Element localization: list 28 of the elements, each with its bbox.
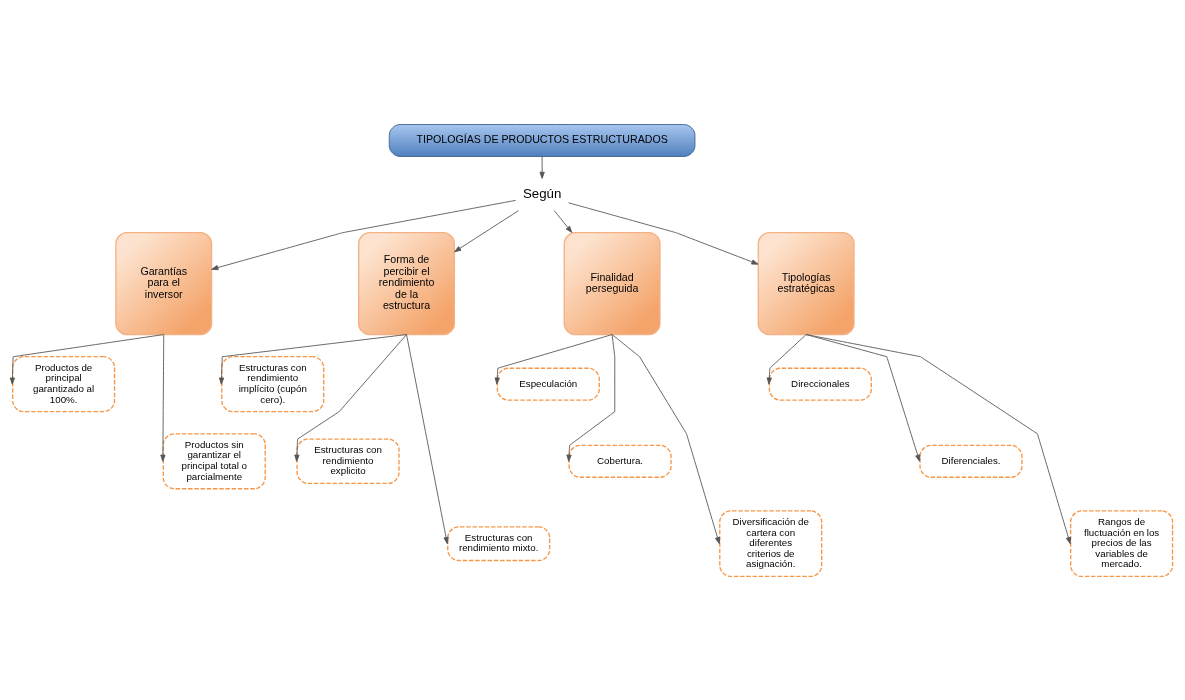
node-box: Diversificación de cartera con diferentes criterios de asignación.: [719, 509, 823, 577]
arrow: [211, 199, 517, 270]
node-box: Tipologías estratégicas: [757, 231, 855, 335]
node-box: Forma de percibir el rendimiento de la estructura: [358, 231, 456, 335]
arrow: [9, 333, 165, 385]
node-box: TIPOLOGÍAS DE PRODUCTOS ESTRUCTURADOS: [388, 123, 696, 157]
node-box: Estructuras con rendimiento implícito (cupón cero).: [221, 355, 325, 412]
arrow: [611, 333, 721, 544]
node-box: Finalidad perseguida: [563, 231, 661, 335]
arrow: [454, 209, 519, 252]
arrow: [566, 333, 616, 462]
node-box: Productos de principal garantizado al 100%.: [12, 355, 116, 412]
arrow: [766, 333, 807, 385]
arrow: [406, 333, 449, 544]
node-box: Rangos de fluctuación en los precios de las variables de mercado.: [1070, 509, 1174, 577]
arrow: [805, 333, 1071, 544]
arrow: [160, 333, 166, 462]
node-text: Según: [522, 185, 562, 201]
arrow: [553, 209, 573, 233]
node-box: Diferenciales.: [919, 444, 1023, 478]
node-box: Garantías para el inversor: [115, 231, 213, 335]
arrow: [805, 333, 921, 462]
arrow: [568, 201, 759, 265]
arrow: [294, 333, 407, 462]
arrow: [539, 155, 545, 179]
arrow: [494, 333, 613, 385]
node-box: Estructuras con rendimiento mixto.: [447, 525, 551, 561]
arrow: [218, 333, 407, 385]
